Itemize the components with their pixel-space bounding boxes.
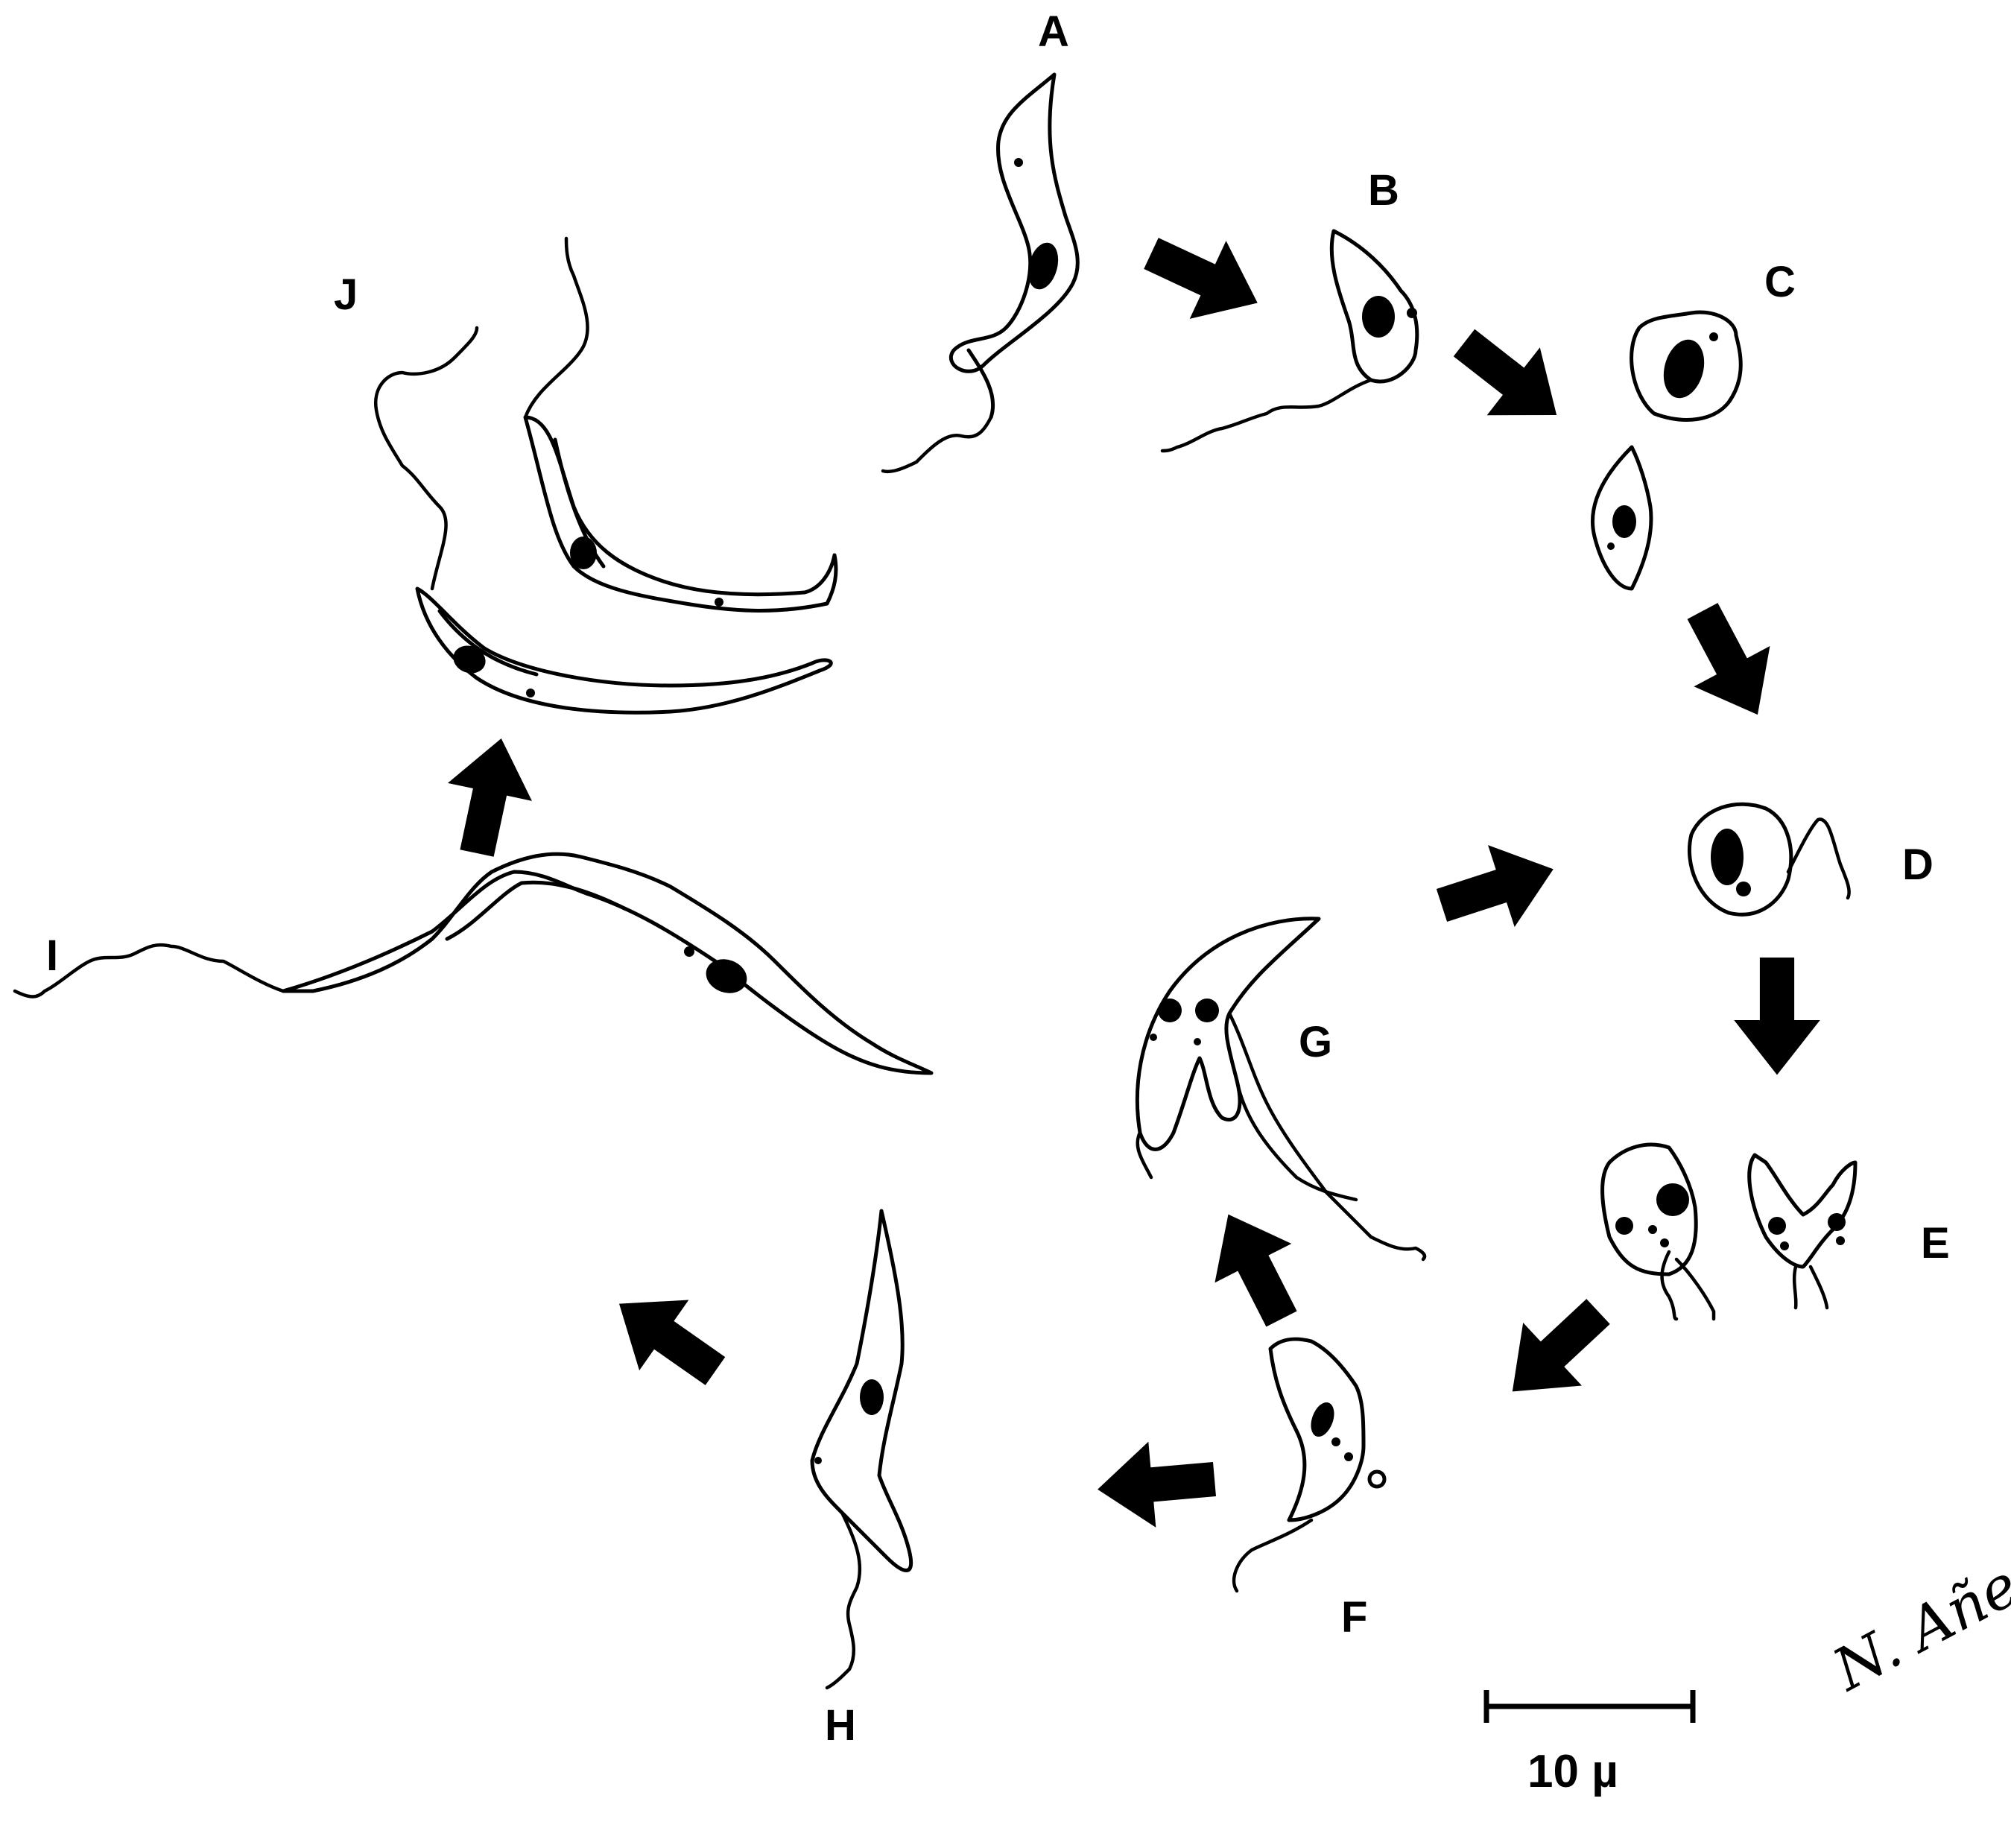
stage-labels: A B C D E F G H I J (46, 7, 1950, 1750)
stage-e-organisms (1600, 1142, 1858, 1321)
nucleus (1311, 1402, 1334, 1437)
nucleus (1158, 999, 1182, 1022)
arrow-b-to-c (1437, 308, 1583, 449)
kinetoplast (526, 689, 535, 697)
kinetoplast (814, 1457, 822, 1464)
nucleus (1663, 339, 1705, 399)
arrow-f-to-g (1190, 1194, 1320, 1339)
kinetoplast-2 (1194, 1038, 1201, 1045)
label-h: H (825, 1701, 856, 1750)
label-g: G (1299, 1018, 1332, 1066)
nucleus-2 (1615, 1217, 1633, 1235)
nucleus (706, 959, 747, 993)
arrow-e-to-f (1483, 1279, 1628, 1423)
kinetoplast (1648, 1225, 1657, 1234)
kinetoplast (684, 946, 694, 957)
arrow-g-to-d (1428, 828, 1567, 946)
nucleus-2 (1828, 1213, 1846, 1231)
label-b: B (1368, 166, 1399, 215)
kinetoplast (1150, 1034, 1157, 1041)
nucleus-2 (1195, 999, 1219, 1022)
stage-b-organism (1160, 229, 1419, 453)
kinetoplast (1607, 542, 1615, 550)
arrow-i-to-j (434, 729, 544, 863)
kinetoplast (1709, 332, 1718, 341)
flagellum (1232, 1518, 1314, 1593)
label-d: D (1902, 841, 1934, 889)
nucleus (570, 537, 597, 569)
stage-d-organism (1687, 802, 1851, 917)
stage-g-organism (1135, 917, 1427, 1262)
stage-h-organism (810, 1209, 913, 1690)
label-a: A (1038, 7, 1069, 56)
stage-a-organism (881, 72, 1080, 474)
arrow-a-to-b (1133, 214, 1276, 342)
flagellum (1786, 817, 1851, 900)
label-j: J (334, 270, 358, 319)
arrow-f-to-h (1094, 1436, 1219, 1533)
arrow-c-to-d (1665, 590, 1796, 735)
scale-bar-label: 10 µ (1527, 1746, 1618, 1797)
nucleus (1768, 1217, 1786, 1235)
nucleus (1656, 1183, 1689, 1216)
nucleus (453, 645, 486, 674)
scale-bar: 10 µ (1483, 1690, 1696, 1797)
kinetoplast-2 (1836, 1236, 1845, 1245)
kinetoplast (1407, 308, 1417, 318)
kinetoplast (1736, 882, 1751, 896)
nucleus (860, 1379, 884, 1415)
label-i: I (46, 931, 58, 980)
label-f: F (1341, 1593, 1367, 1642)
label-c: C (1764, 258, 1796, 306)
kinetoplast (1331, 1437, 1340, 1446)
kinetoplast-2 (1344, 1452, 1353, 1461)
kinetoplast (1014, 158, 1023, 167)
flagellum (13, 943, 285, 999)
kinetoplast (1780, 1241, 1789, 1250)
nucleus (1711, 829, 1744, 885)
label-e: E (1921, 1219, 1950, 1268)
nucleus (1612, 505, 1636, 538)
stage-j-organisms (373, 236, 838, 715)
stage-i-organism (13, 852, 934, 1075)
nucleus (1027, 242, 1059, 290)
arrow-d-to-e (1734, 958, 1820, 1075)
arrow-h-to-i (594, 1268, 741, 1407)
artist-signature: N. Añez (1822, 1537, 2011, 1705)
flagellum (1160, 378, 1373, 453)
kinetoplast-2 (1660, 1238, 1669, 1247)
flagellum (881, 415, 993, 474)
kinetoplast (715, 598, 723, 607)
stage-f-organism (1232, 1337, 1387, 1593)
stage-c-organisms (1590, 310, 1743, 591)
nucleus (1362, 296, 1395, 338)
